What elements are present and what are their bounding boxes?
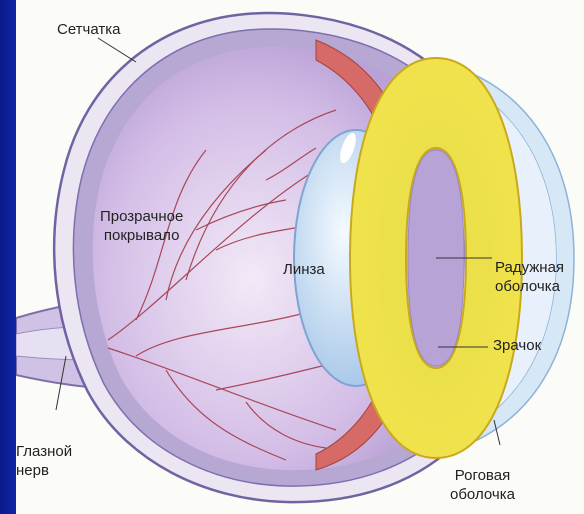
label-optic-nerve-line2: нерв: [16, 461, 72, 480]
label-iris: Радужная оболочка: [495, 258, 564, 296]
label-optic-nerve-line1: Глазной: [16, 442, 72, 461]
eye-diagram-panel: Сетчатка Прозрачное покрывало Линза Раду…: [16, 0, 584, 514]
label-cornea-line1: Роговая: [450, 466, 515, 485]
eye-diagram-svg: [16, 0, 584, 514]
label-lens: Линза: [283, 260, 325, 279]
label-pupil: Зрачок: [493, 336, 541, 355]
label-cornea: Роговая оболочка: [450, 466, 515, 504]
label-vitreous-line2: покрывало: [100, 226, 183, 245]
label-iris-line2: оболочка: [495, 277, 564, 296]
label-vitreous: Прозрачное покрывало: [100, 207, 183, 245]
label-iris-line1: Радужная: [495, 258, 564, 277]
label-cornea-line2: оболочка: [450, 485, 515, 504]
label-retina: Сетчатка: [57, 20, 120, 39]
label-vitreous-line1: Прозрачное: [100, 207, 183, 226]
label-optic-nerve: Глазной нерв: [16, 442, 72, 480]
